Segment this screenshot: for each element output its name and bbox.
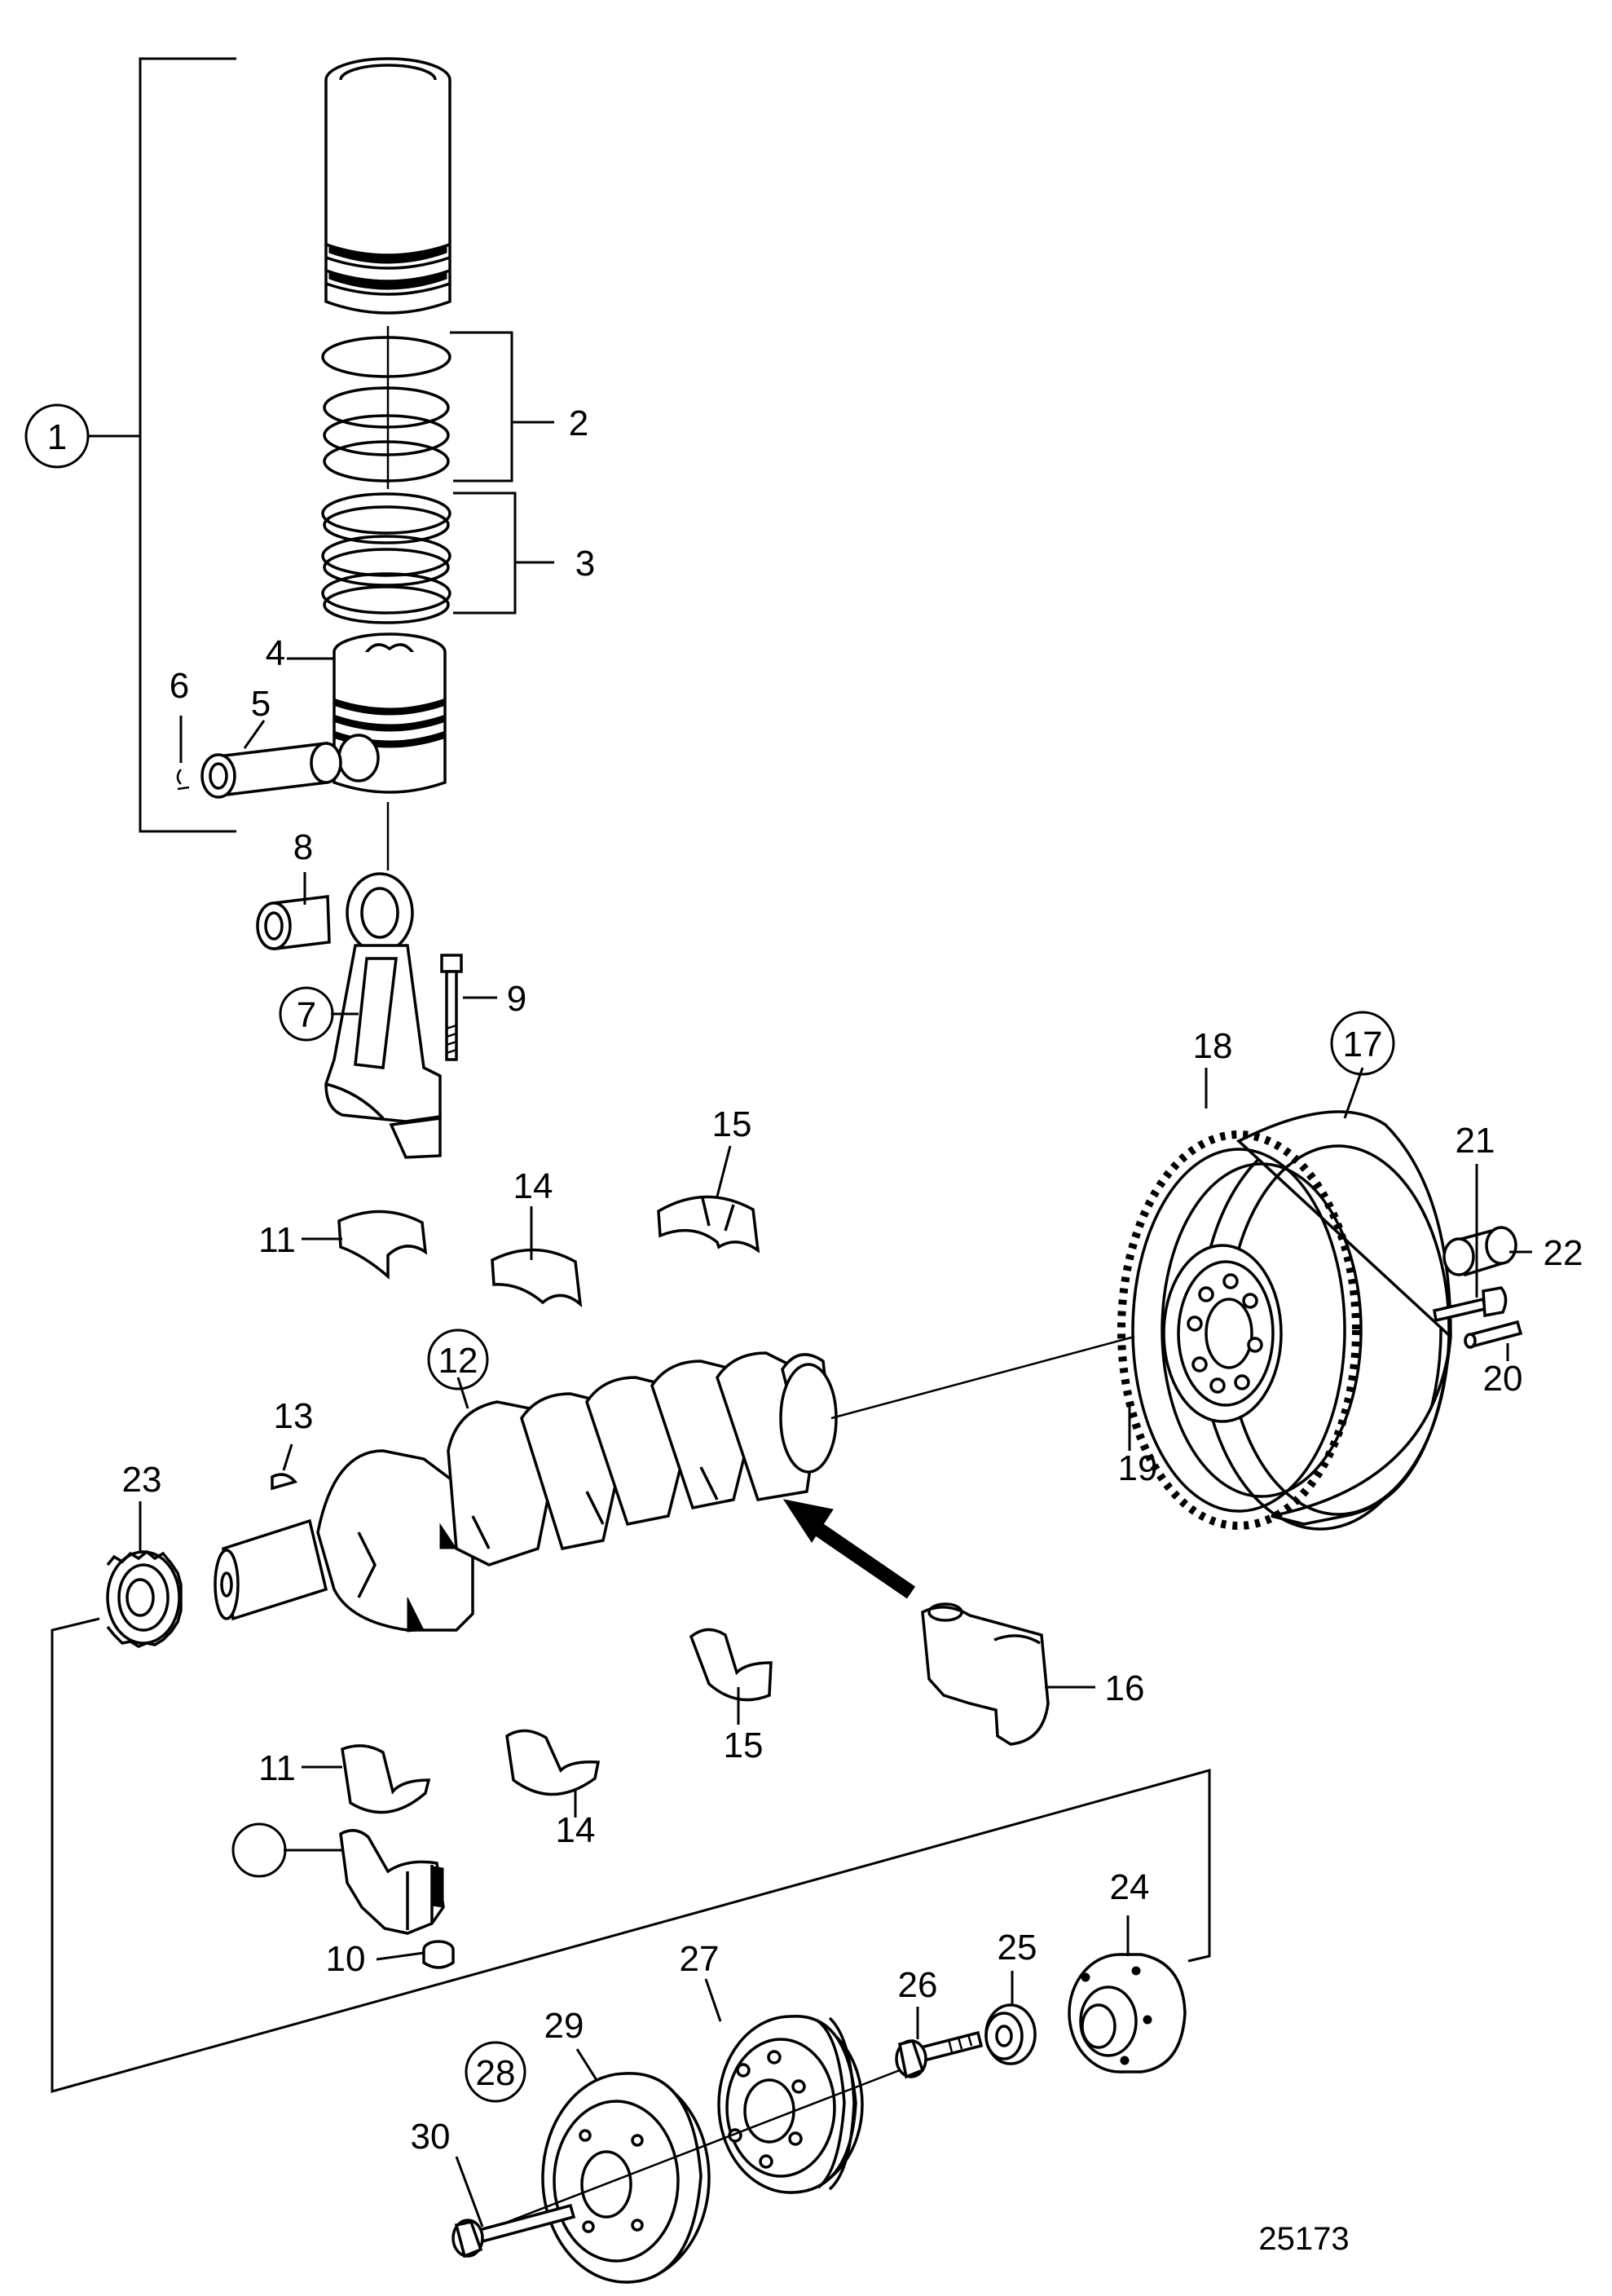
label-20: 20	[1483, 1359, 1523, 1399]
label-4: 4	[266, 633, 285, 673]
label-14-upper: 14	[513, 1166, 553, 1206]
main-bearing-cap	[921, 1602, 1050, 1746]
label-14-lower: 14	[556, 1810, 596, 1850]
vibration-damper	[541, 2072, 711, 2284]
flywheel	[1117, 1110, 1452, 1531]
label-23: 23	[122, 1460, 162, 1500]
crankshaft	[214, 1351, 838, 1633]
label-6: 6	[170, 666, 189, 706]
label-11-upper: 11	[258, 1220, 296, 1260]
label-19: 19	[1118, 1448, 1158, 1488]
bearing-shell-14-upper	[491, 1248, 583, 1308]
drawing-reference-number: 25173	[1258, 2221, 1349, 2257]
bearing-shell-14-lower	[505, 1729, 601, 1796]
label-1: 1	[47, 417, 67, 457]
label-29: 29	[544, 2006, 584, 2046]
spacer-washer	[984, 2003, 1037, 2065]
bearing-shell-15-lower	[689, 1628, 773, 1702]
circlip	[176, 769, 190, 791]
insertion-arrow	[782, 1499, 916, 1599]
label-15-upper: 15	[712, 1104, 752, 1144]
piston-pin	[200, 742, 342, 799]
label-15-lower: 15	[724, 1725, 764, 1765]
label-11-lower: 11	[258, 1748, 296, 1788]
bearing-shell-15-upper	[657, 1195, 760, 1254]
group-1-bracket	[88, 57, 236, 833]
label-28: 28	[476, 2053, 516, 2093]
crankshaft-gear	[106, 1549, 183, 1648]
leader-lines	[139, 657, 1532, 2228]
connecting-rod	[324, 872, 442, 1159]
flywheel-bushing	[1442, 1226, 1517, 1277]
label-16: 16	[1105, 1668, 1145, 1708]
small-end-bushing	[256, 895, 331, 950]
piston	[333, 632, 447, 794]
flywheel-bolt	[1433, 1286, 1508, 1323]
label-2: 2	[569, 403, 588, 443]
label-3: 3	[575, 544, 595, 584]
label-27: 27	[680, 1939, 720, 1979]
label-22: 22	[1544, 1233, 1583, 1273]
circled-callouts	[24, 403, 1395, 2103]
conrod-bolt	[440, 954, 463, 1061]
compression-rings	[321, 336, 451, 483]
label-12: 12	[438, 1341, 478, 1381]
woodruff-key	[271, 1473, 298, 1491]
label-9: 9	[507, 979, 526, 1019]
damper-bolt	[451, 2203, 576, 2259]
crankshaft-hub	[1068, 1953, 1187, 2073]
label-7-upper: 7	[297, 995, 316, 1035]
label-24: 24	[1110, 1867, 1150, 1907]
v-belt-pulley	[717, 2015, 864, 2194]
pulley-bolt	[895, 2030, 984, 2079]
part-labels: 1 2 3 4 5 6 7 8 9 10 11 11 12 13 14 14 1…	[47, 403, 1583, 2257]
label-25: 25	[998, 1928, 1037, 1968]
cylinder-liner	[324, 57, 451, 315]
bearing-shell-11-upper	[337, 1210, 428, 1280]
oil-rings	[321, 492, 451, 624]
label-10: 10	[326, 1939, 366, 1979]
dowel-pin	[1464, 1320, 1523, 1349]
conrod-nut	[422, 1940, 455, 1969]
label-26: 26	[898, 1965, 938, 2005]
label-18: 18	[1193, 1026, 1233, 1066]
label-13: 13	[274, 1396, 314, 1436]
connecting-rod-cap	[339, 1829, 445, 1935]
label-5: 5	[251, 684, 271, 724]
label-21: 21	[1456, 1121, 1495, 1161]
label-30: 30	[411, 2117, 451, 2157]
label-17: 17	[1343, 1025, 1383, 1064]
front-assembly-bracket	[51, 1617, 1211, 2093]
label-8: 8	[293, 827, 313, 867]
bearing-shell-11-lower	[341, 1744, 431, 1814]
